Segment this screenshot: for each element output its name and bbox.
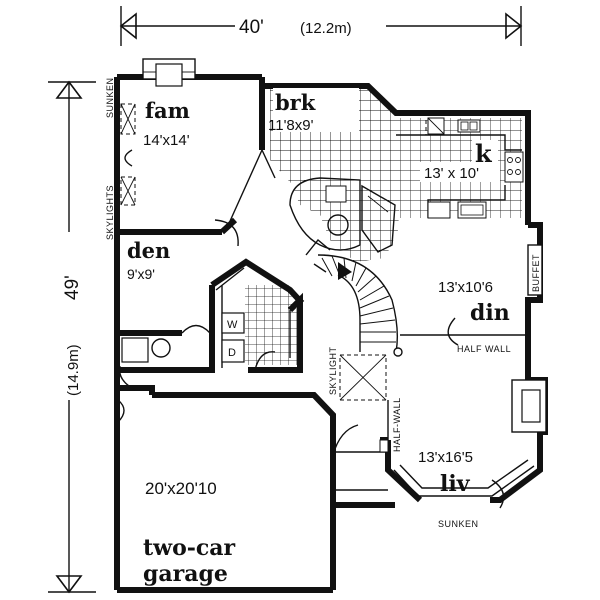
fam-room-name: fam (145, 98, 190, 123)
garage-size: 20'x20'10 (145, 479, 217, 498)
buffet-note: BUFFET (531, 254, 541, 292)
fam-room-size: 14'x14' (143, 132, 190, 149)
brk-room-size: 11'8x9' (268, 117, 314, 134)
interior-walls (114, 149, 395, 508)
laundry-tile-floor (245, 285, 300, 365)
width-main-label: 40' (239, 17, 264, 38)
garage-name-line2: garage (143, 561, 228, 587)
depth-main-label: 49' (62, 275, 83, 300)
laundry-closet (215, 267, 291, 371)
liv-note-arrow (491, 479, 505, 509)
stair-icon (289, 177, 403, 357)
fam-sunken-note: SUNKEN (105, 77, 115, 118)
washer-label: W (227, 319, 238, 331)
brk-room-name: brk (275, 90, 316, 115)
garage-door-swing (117, 399, 125, 423)
din-note-arrow (447, 317, 459, 346)
width-metric-label: (12.2m) (300, 20, 352, 37)
skylight-icon (120, 103, 136, 206)
fam-skylights-note: SKYLIGHTS (105, 185, 115, 240)
buffet (527, 244, 543, 296)
din-room-name: din (470, 300, 510, 326)
den-room-size: 9'x9' (127, 266, 155, 282)
liv-sunken-note: SUNKEN (438, 519, 479, 529)
dryer-label: D (228, 347, 236, 359)
garage-name-line1: two-car (143, 535, 236, 561)
arrow-left-icon (119, 12, 137, 40)
depth-metric-label: (14.9m) (65, 344, 82, 396)
liv-bay-window (393, 459, 535, 497)
din-room-size: 13'x10'6 (438, 279, 493, 296)
arrow-right-icon (505, 12, 523, 40)
liv-room-name: liv (440, 471, 471, 497)
fireplace-icon-liv (511, 379, 547, 433)
depth-dimension: 49' (14.9m) (48, 80, 96, 594)
den-door-swing (181, 324, 211, 334)
stair-skylight-note: SKYLIGHT (328, 346, 338, 395)
den-room-name: den (127, 238, 170, 263)
arrow-down-icon (55, 575, 83, 594)
liv-room-size: 13'x16'5 (418, 449, 473, 466)
den-door-swing-2 (214, 219, 239, 247)
entry-area (332, 354, 389, 491)
kitchen-counters (396, 117, 524, 219)
fireplace-icon (142, 58, 196, 87)
din-half-wall-note: HALF WALL (457, 344, 511, 354)
entry-half-wall-note: HALF-WALL (392, 397, 402, 452)
kitchen-room-name: k (475, 139, 493, 168)
kitchen-room-size: 13' x 10' (424, 165, 479, 182)
garage-bath (118, 337, 171, 391)
arrow-up-icon (55, 80, 83, 99)
width-dimension: 40' (12.2m) (119, 6, 523, 46)
